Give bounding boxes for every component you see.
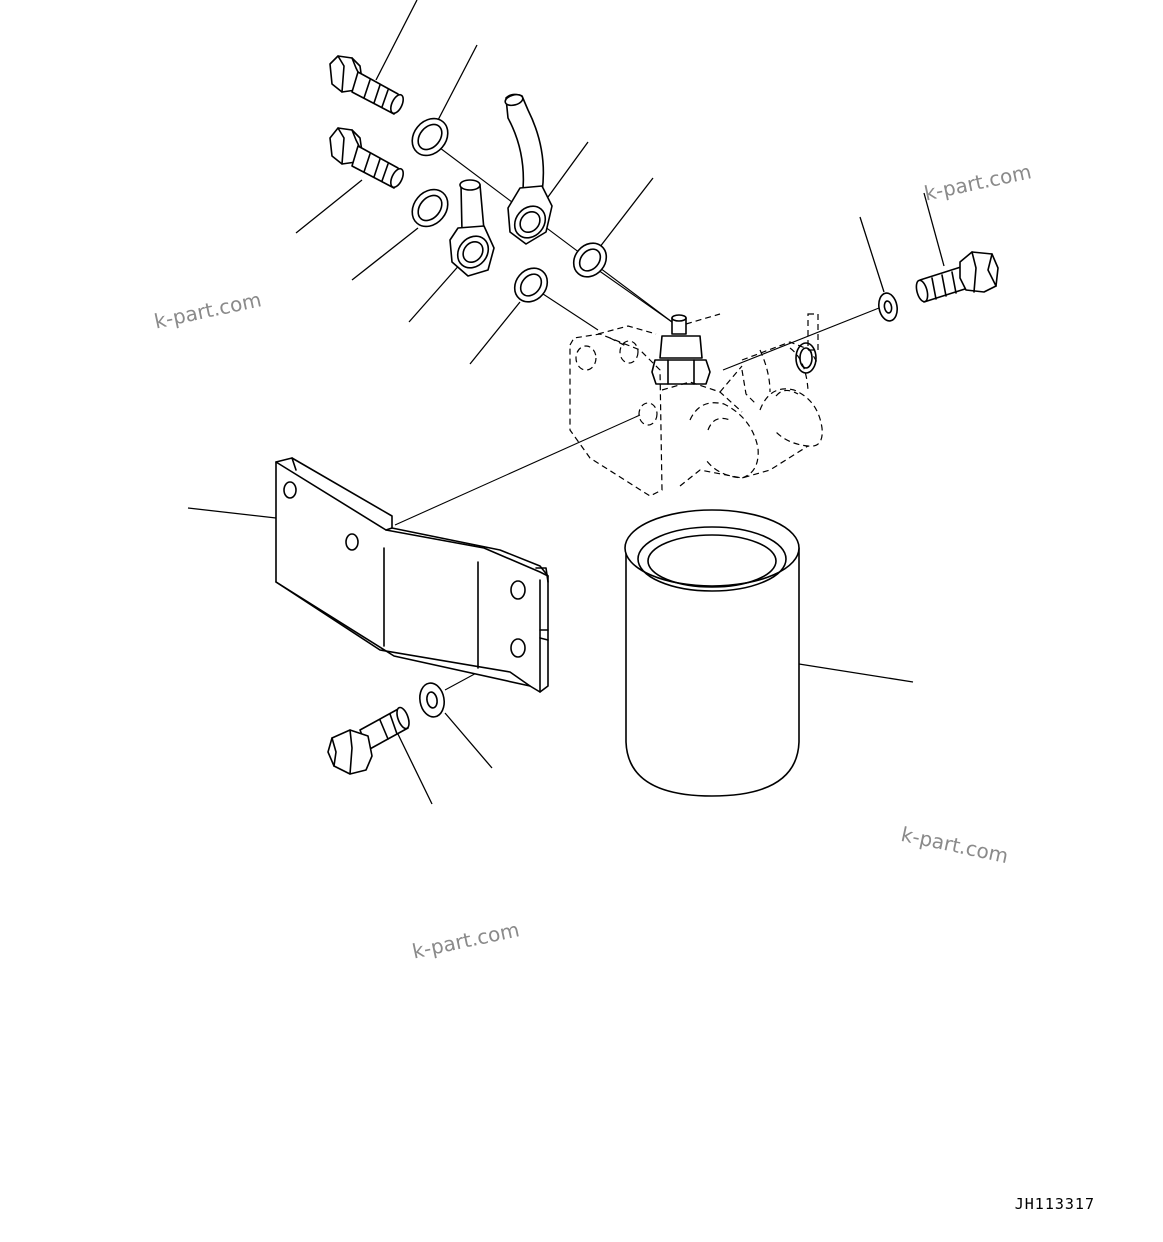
gasket-2 xyxy=(411,188,449,228)
assembly-lines xyxy=(394,147,885,691)
gasket-3 xyxy=(572,242,608,278)
washer-lower xyxy=(419,682,445,718)
filter-head-bleeder xyxy=(795,313,819,374)
hose-fitting-curved xyxy=(504,93,553,245)
banjo-bolt-lower xyxy=(329,127,404,189)
hose-fitting-straight xyxy=(449,179,495,277)
filter-head-valve xyxy=(651,313,721,385)
drawing-code: JH113317 xyxy=(1014,1195,1095,1213)
leader-lines xyxy=(187,0,945,805)
filter-head xyxy=(569,325,823,497)
bolt-lower xyxy=(327,706,410,775)
bolt-right xyxy=(915,251,999,303)
banjo-bolt-upper xyxy=(329,55,404,115)
gasket-4 xyxy=(513,267,549,303)
gasket-1 xyxy=(411,117,449,157)
bracket xyxy=(275,457,549,693)
filter-cartridge xyxy=(624,509,800,797)
washer-right xyxy=(878,292,898,322)
